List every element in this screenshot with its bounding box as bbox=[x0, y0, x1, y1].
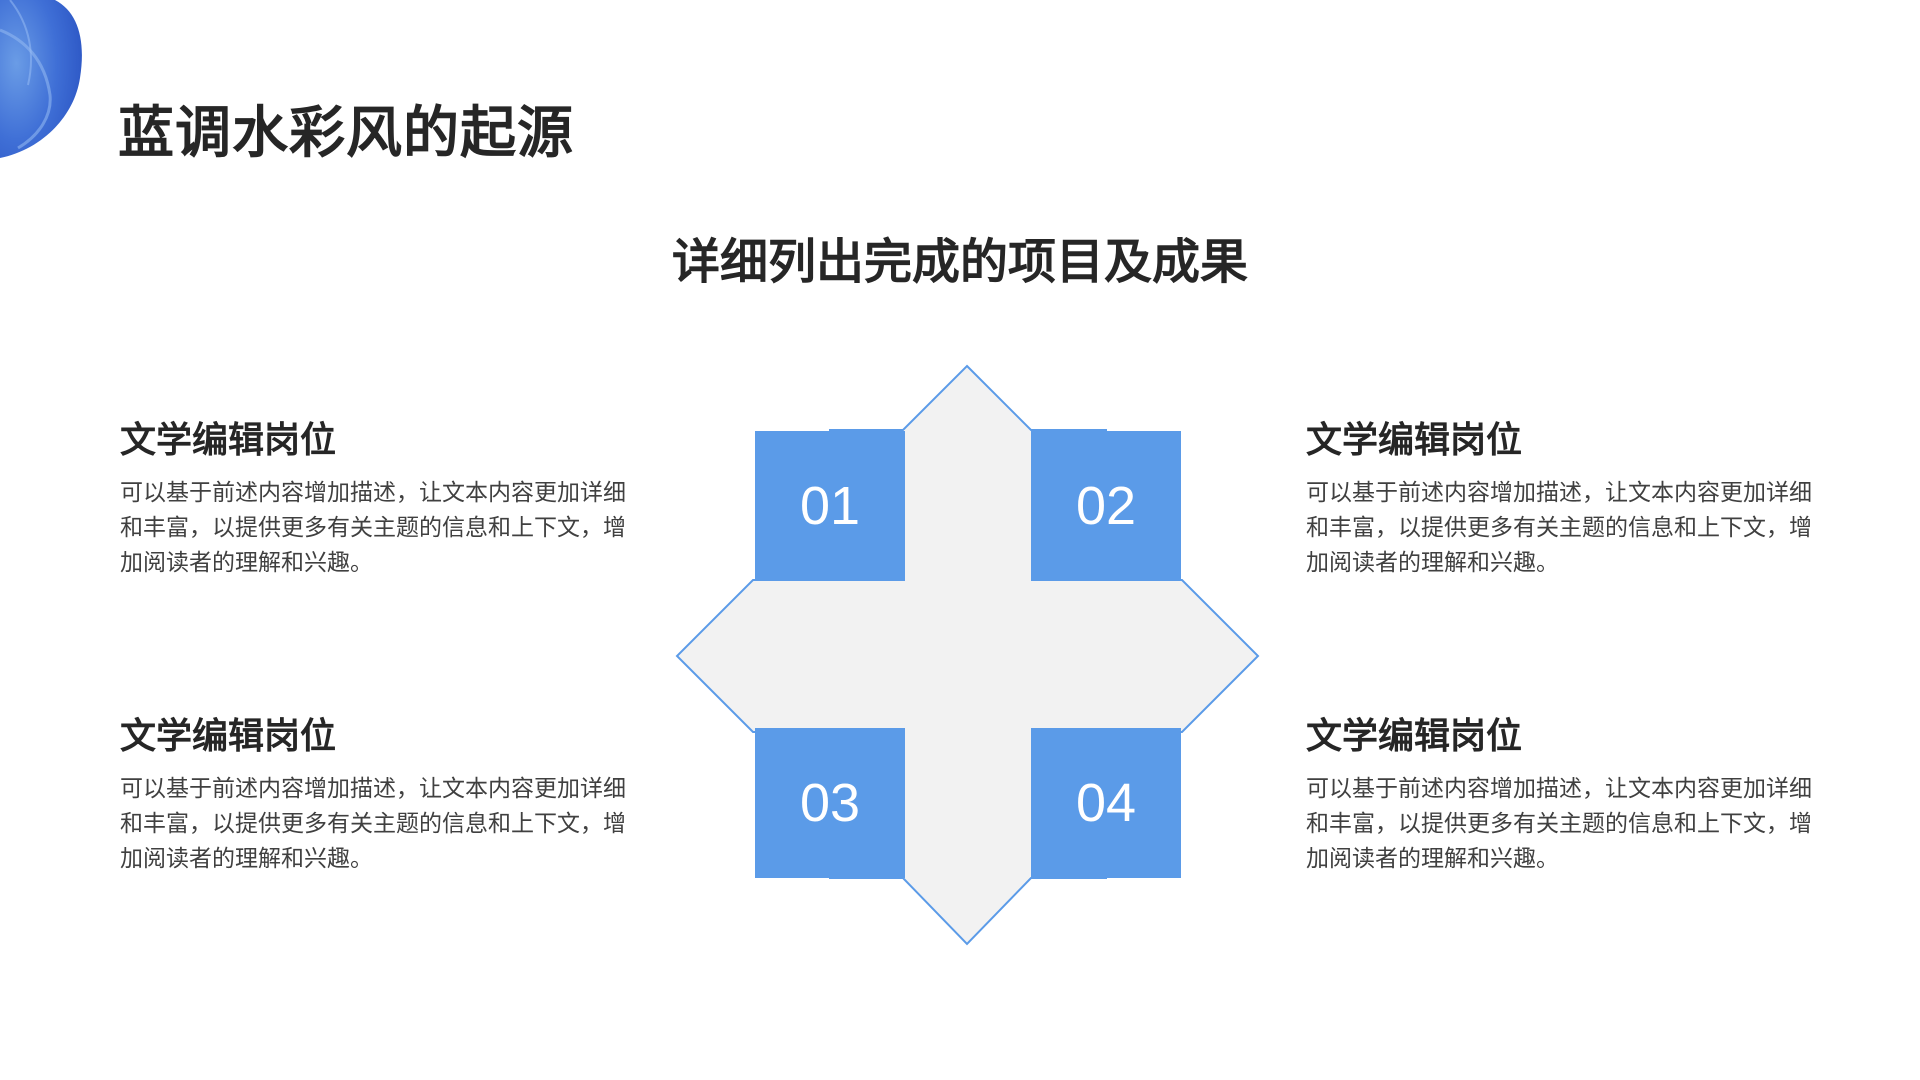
item-title: 文学编辑岗位 bbox=[120, 716, 337, 757]
item-description: 可以基于前述内容增加描述，让文本内容更加详细和丰富，以提供更多有关主题的信息和上… bbox=[1306, 480, 1812, 576]
number-box-02: 02 bbox=[1031, 431, 1181, 581]
item-description: 可以基于前述内容增加描述，让文本内容更加详细和丰富，以提供更多有关主题的信息和上… bbox=[120, 480, 626, 576]
item-title: 文学编辑岗位 bbox=[1306, 716, 1523, 757]
number-box-01: 01 bbox=[755, 431, 905, 581]
item-3: 文学编辑岗位 可以基于前述内容增加描述，让文本内容更加详细和丰富，以提供更多有关… bbox=[120, 714, 660, 877]
item-title: 文学编辑岗位 bbox=[1306, 420, 1523, 461]
item-2: 文学编辑岗位 可以基于前述内容增加描述，让文本内容更加详细和丰富，以提供更多有关… bbox=[1306, 418, 1846, 581]
page-title: 蓝调水彩风的起源 bbox=[118, 101, 574, 166]
slide-subtitle: 详细列出完成的项目及成果 bbox=[671, 234, 1248, 290]
item-description: 可以基于前述内容增加描述，让文本内容更加详细和丰富，以提供更多有关主题的信息和上… bbox=[120, 776, 626, 872]
item-title: 文学编辑岗位 bbox=[120, 420, 337, 461]
cross-diagram: 01 02 03 04 bbox=[675, 364, 1260, 949]
number-box-04: 04 bbox=[1031, 728, 1181, 878]
watercolor-decoration bbox=[0, 0, 82, 158]
number-box-03: 03 bbox=[755, 728, 905, 878]
item-description: 可以基于前述内容增加描述，让文本内容更加详细和丰富，以提供更多有关主题的信息和上… bbox=[1306, 776, 1812, 872]
item-4: 文学编辑岗位 可以基于前述内容增加描述，让文本内容更加详细和丰富，以提供更多有关… bbox=[1306, 714, 1846, 877]
item-1: 文学编辑岗位 可以基于前述内容增加描述，让文本内容更加详细和丰富，以提供更多有关… bbox=[120, 418, 660, 581]
